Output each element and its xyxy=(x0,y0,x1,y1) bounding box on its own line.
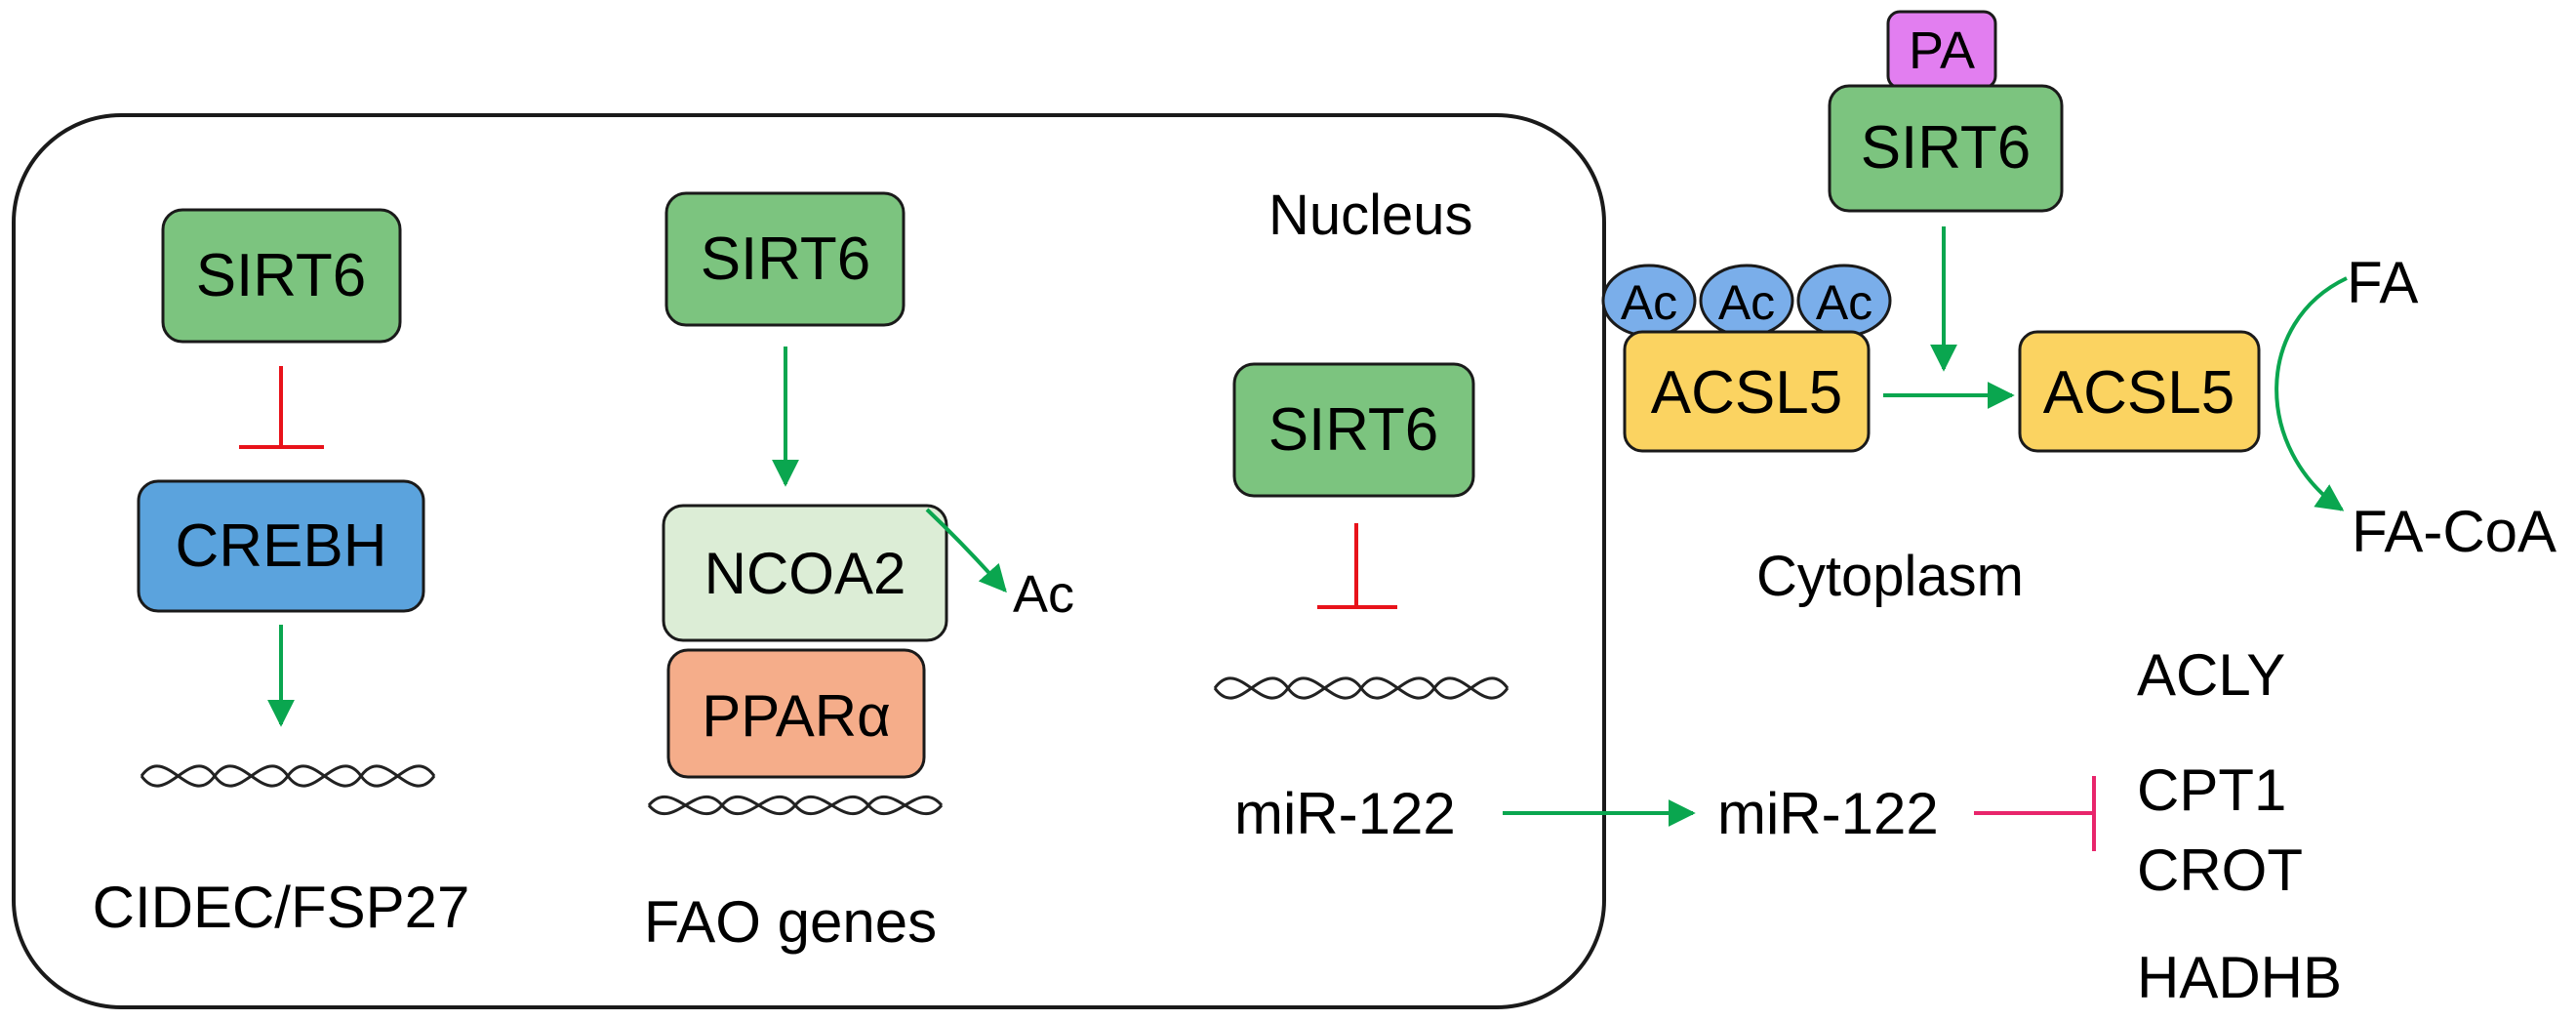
sirt6-node xyxy=(1828,84,2064,213)
gene-label-fao: FAO genes xyxy=(644,889,937,955)
sirt6-label: SIRT6 xyxy=(701,225,871,293)
acsl5-label: ACSL5 xyxy=(2043,359,2234,427)
target-gene-crot: CROT xyxy=(2137,837,2303,903)
ac-tag-label: Ac xyxy=(1718,275,1775,330)
sirt6-node xyxy=(161,208,402,344)
ncoa2-node xyxy=(662,504,948,642)
ppar-node xyxy=(666,648,926,779)
pathway-1: SIRT6 CREBH CIDEC/FSP27 xyxy=(93,208,470,940)
sirt6-label: SIRT6 xyxy=(1268,396,1439,464)
acsl5-acetylated-node xyxy=(1623,330,1871,453)
fa-coa-label: FA-CoA xyxy=(2352,499,2556,564)
sirt6-node xyxy=(1232,362,1475,498)
pathway-2: SIRT6 NCOA2 Ac PPARα FAO genes xyxy=(644,191,1074,955)
sirt6-label: SIRT6 xyxy=(1861,114,2032,182)
conversion-arrow xyxy=(2274,276,2348,511)
ac-tag: Ac xyxy=(1699,264,1794,338)
acsl5-label: ACSL5 xyxy=(1651,359,1842,427)
gene-label-cidec: CIDEC/FSP27 xyxy=(93,875,470,940)
mirna-label-nuclear: miR-122 xyxy=(1234,781,1456,846)
ac-tag: Ac xyxy=(1796,264,1892,338)
ac-label: Ac xyxy=(1013,565,1074,624)
ac-tag-label: Ac xyxy=(1621,275,1677,330)
mirna-label-cytoplasmic: miR-122 xyxy=(1717,781,1939,846)
target-gene-cpt1: CPT1 xyxy=(2137,757,2286,823)
pathway-3: SIRT6 miR-122 xyxy=(1213,362,1509,846)
sirt6-node xyxy=(664,191,906,327)
crebh-node xyxy=(137,479,425,613)
dna-strand xyxy=(140,764,436,788)
crebh-label: CREBH xyxy=(175,512,386,580)
fa-label: FA xyxy=(2347,250,2418,315)
acsl5-active-node xyxy=(2018,330,2261,453)
nucleus-boundary xyxy=(12,113,1606,1009)
deacetylation-arrow xyxy=(925,508,1007,593)
ac-tag-label: Ac xyxy=(1816,275,1872,330)
cytoplasm-label: Cytoplasm xyxy=(1756,545,2024,608)
pa-label: PA xyxy=(1909,21,1975,80)
dna-strand xyxy=(1213,676,1509,700)
cytoplasm: PA SIRT6 Ac Ac Ac ACSL5 ACSL5 FA FA-CoA … xyxy=(1601,10,2556,1010)
ppar-label: PPARα xyxy=(702,683,891,749)
ncoa2-label: NCOA2 xyxy=(704,541,906,606)
dna-strand xyxy=(647,796,944,815)
target-gene-hadhb: HADHB xyxy=(2137,945,2342,1010)
target-gene-acly: ACLY xyxy=(2137,642,2285,708)
ac-tag: Ac xyxy=(1601,264,1697,338)
nucleus-label: Nucleus xyxy=(1268,184,1473,247)
sirt6-label: SIRT6 xyxy=(196,242,367,309)
